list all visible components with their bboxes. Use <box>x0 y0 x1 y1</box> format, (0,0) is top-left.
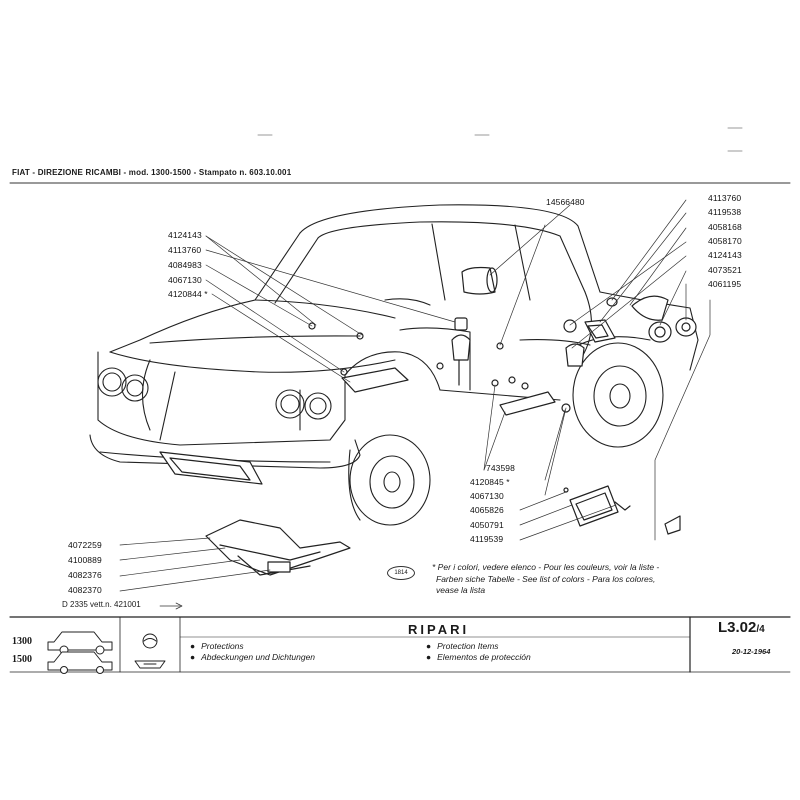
title-block-frame <box>9 616 791 673</box>
part-number: 4073521 <box>708 265 742 275</box>
brand-label: FIAT <box>12 168 30 177</box>
punch-marks <box>257 127 743 152</box>
part-number: 4058170 <box>708 236 742 246</box>
color-note-line: vease la lista <box>436 585 486 595</box>
part-number: 4113760 <box>708 193 742 203</box>
color-note: * Per i colori, vedere elenco - Pour les… <box>432 562 659 597</box>
part-number: 4124143 <box>168 230 202 240</box>
leader-lines <box>119 199 711 610</box>
page-code: L3.02/4 <box>718 619 765 636</box>
description-item: Abdeckungen und Dichtungen <box>201 652 316 662</box>
part-number: 4067130 <box>168 275 202 285</box>
part-number: 4124143 <box>708 250 742 260</box>
model-label: 1500 <box>12 654 32 665</box>
part-number: 4084983 <box>168 260 202 270</box>
description-item: Elementos de protección <box>437 652 531 662</box>
part-number: 4120845 * <box>470 477 510 487</box>
part-number: 4061195 <box>708 279 742 289</box>
model-label: 1300 <box>12 636 32 647</box>
emblem-icons <box>134 633 166 669</box>
page-code-main: L3.02 <box>718 619 757 636</box>
catalog-header: FIAT - DIREZIONE RICAMBI - mod. 1300-150… <box>12 168 291 177</box>
issue-date: 20-12-1964 <box>732 647 771 656</box>
part-drawings <box>159 266 697 576</box>
part-number: 4119539 <box>470 534 504 544</box>
part-number: 4113760 <box>168 245 202 255</box>
page-code-sub: /4 <box>756 624 765 635</box>
header-text: - DIREZIONE RICAMBI - mod. 1300-1500 - S… <box>29 168 292 177</box>
description-item: Protections <box>201 641 244 651</box>
part-number: 4119538 <box>708 207 742 217</box>
part-number: 4050791 <box>470 520 504 530</box>
page-title: RIPARI <box>408 622 470 637</box>
part-number: 4120844 * <box>168 289 208 299</box>
approval-stamp: 1814 <box>387 566 415 580</box>
part-number: 4067130 <box>470 491 504 501</box>
model-car-icons <box>47 631 113 674</box>
description-item: Protection Items <box>437 641 499 651</box>
part-number: 4100889 <box>68 555 102 565</box>
color-note-line: Farben siche Tabelle - See list of color… <box>436 573 656 584</box>
part-number: 4058168 <box>708 222 742 232</box>
part-number: 4072259 <box>68 540 102 550</box>
color-note-line: * Per i colori, vedere elenco - Pour les… <box>432 562 660 572</box>
part-number: 14566480 <box>546 197 585 207</box>
part-number: 4082376 <box>68 570 102 580</box>
description-list-left: ●Protections ●Abdeckungen und Dichtungen <box>190 641 316 662</box>
part-number: 743598 <box>486 463 515 473</box>
part-number: 4065826 <box>470 505 504 515</box>
description-list-right: ●Protection Items ●Elementos de protecci… <box>426 641 531 662</box>
part-number: 4082370 <box>68 585 102 595</box>
vehicle-number-note: D 2335 vett.n. 421001 <box>62 600 141 609</box>
